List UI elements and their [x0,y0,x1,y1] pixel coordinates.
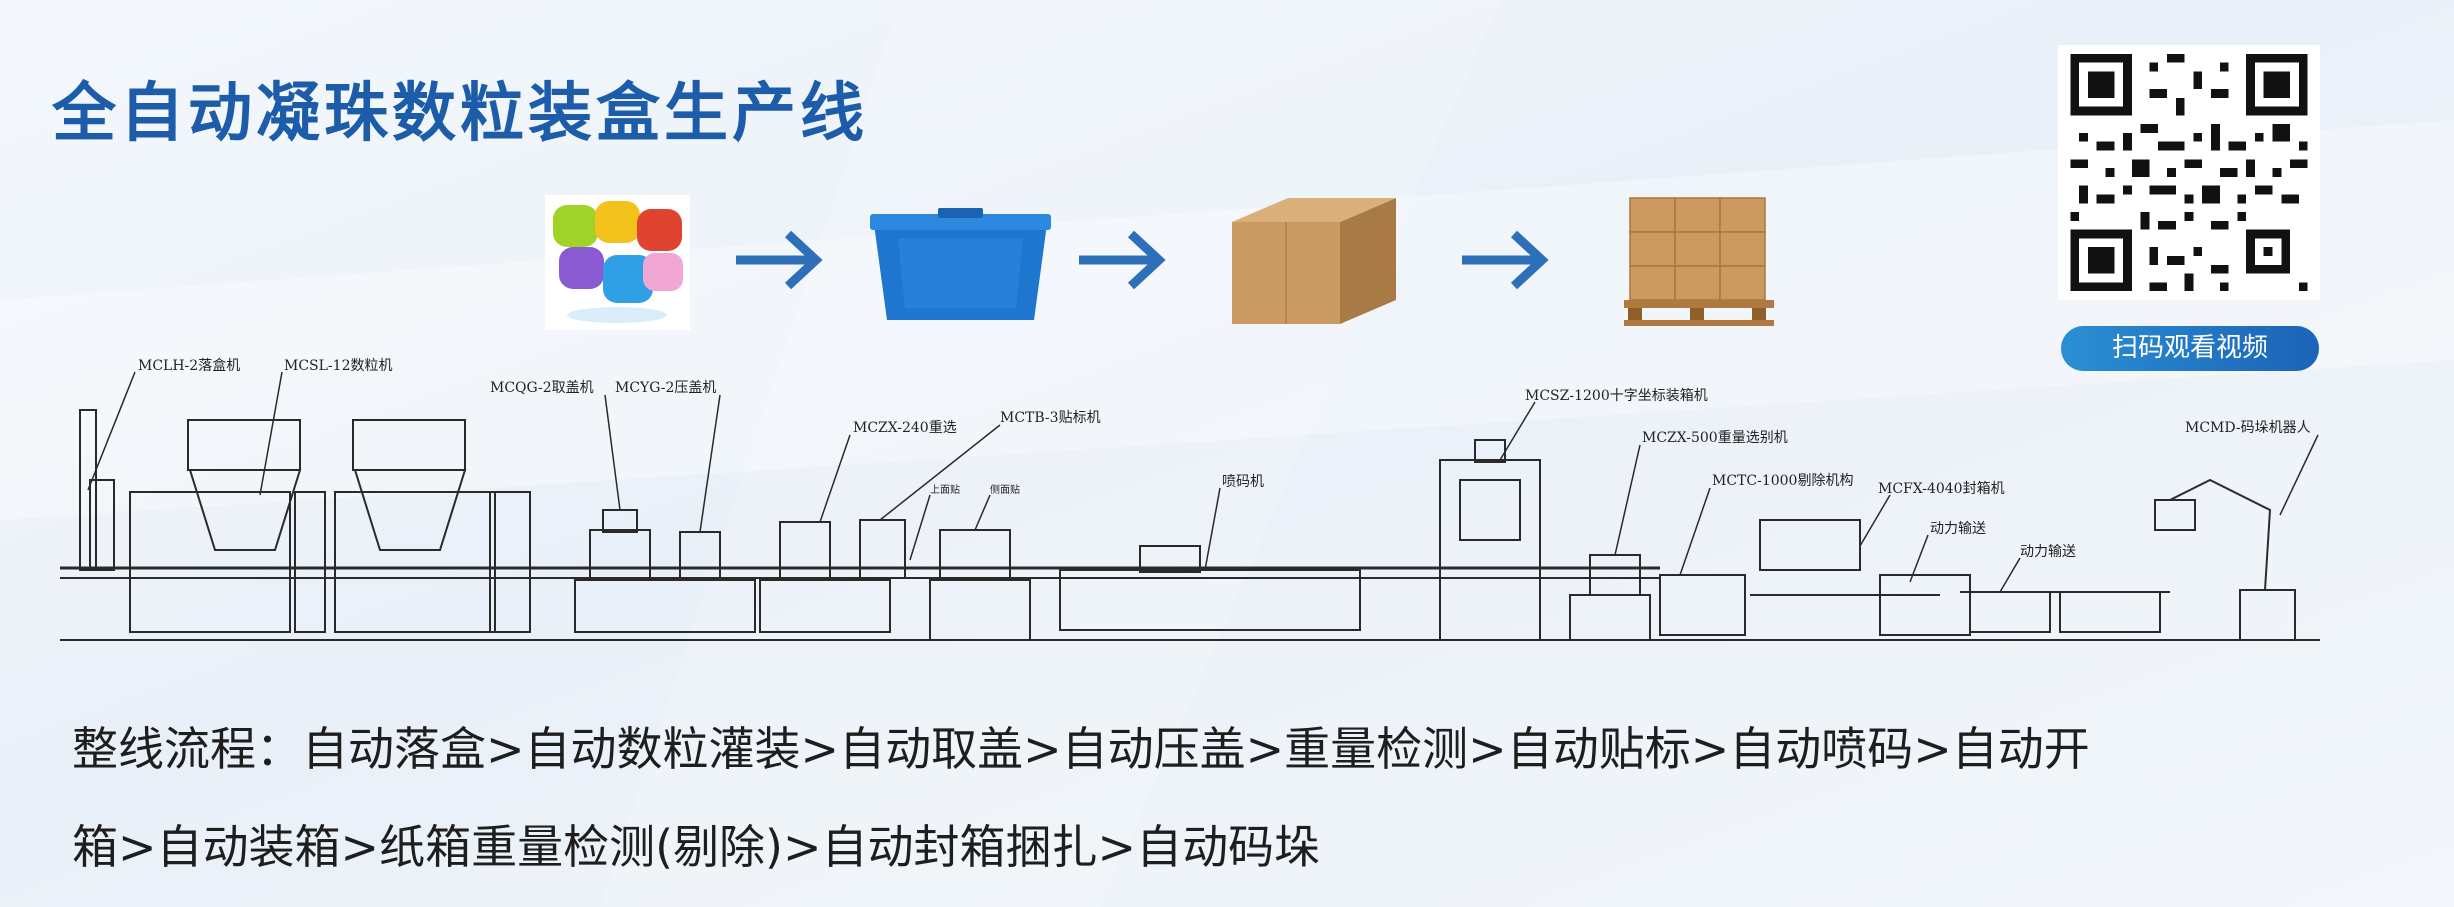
machine-label: 上面贴 [930,483,960,496]
watch-video-button[interactable]: 扫码观看视频 [2061,326,2319,371]
flow-arrow-3 [1462,230,1549,290]
machine-label: MCTB-3贴标机 [1000,410,1101,426]
machine-label: 侧面贴 [990,483,1020,496]
flow-arrow-1 [736,230,823,290]
machine-label: MCZX-240重选 [853,420,957,436]
machine-label: 动力输送 [1930,521,1986,537]
process-line-1: 整线流程：自动落盒>自动数粒灌装>自动取盖>自动压盖>重量检测>自动贴标>自动喷… [72,722,2090,776]
machine-label: MCMD-码垛机器人 [2185,420,2311,436]
machine-label: MCLH-2落盒机 [138,357,240,374]
pallet-image [1624,197,1774,326]
flow-arrow-2 [1079,230,1166,290]
machine-label: MCSZ-1200十字坐标装箱机 [1525,388,1708,404]
machine-label: 动力输送 [2020,544,2076,560]
machine-label: MCQG-2取盖机 [490,380,594,396]
machine-label: MCTC-1000剔除机构 [1712,473,1853,489]
carton-image [1232,198,1396,324]
qr-code[interactable] [2058,45,2320,300]
blue-box-image [870,208,1051,320]
pods-image [545,195,690,330]
page-title: 全自动凝珠数粒装盒生产线 [52,77,868,151]
machine-label: 喷码机 [1222,474,1264,490]
machine-label: MCSL-12数粒机 [284,358,392,374]
machine-label: MCFX-4040封箱机 [1878,481,2005,497]
machine-label: MCYG-2压盖机 [615,380,716,396]
process-line-2: 箱>自动装箱>纸箱重量检测(剔除)>自动封箱捆扎>自动码垛 [72,820,1321,874]
machine-label: MCZX-500重量选别机 [1642,430,1788,446]
production-line-diagram: MCLH-2落盒机 MCSL-12数粒机 MCQG-2取盖机 MCYG-2压盖机… [60,357,2320,641]
process-description: 整线流程：自动落盒>自动数粒灌装>自动取盖>自动压盖>重量检测>自动贴标>自动喷… [72,700,2402,896]
